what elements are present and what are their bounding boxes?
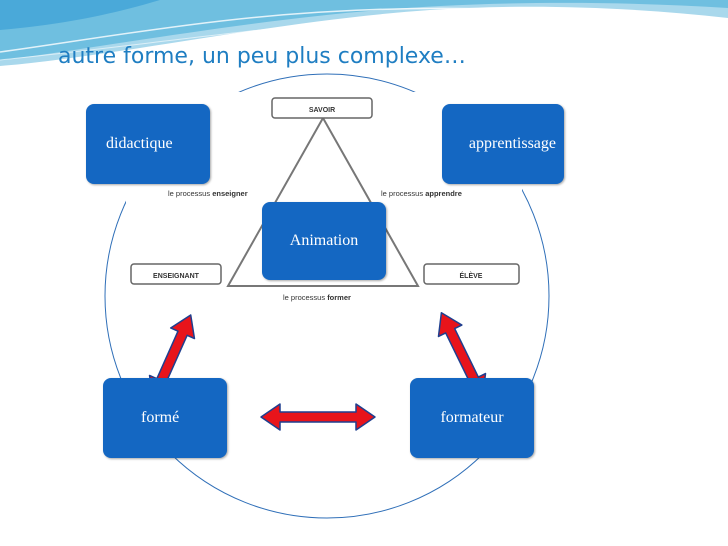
formateur-box: formateur — [410, 378, 534, 458]
forme-label: formé — [141, 409, 180, 426]
header-wave-decoration — [0, 0, 728, 66]
outer-circle — [104, 73, 550, 519]
eleve-label: ÉLÈVE — [460, 271, 483, 280]
savoir-label: SAVOIR — [309, 107, 335, 114]
apprentissage-box: apprentissage — [442, 104, 564, 184]
process-enseigner-prefix: le processus — [168, 189, 212, 198]
process-apprendre-prefix: le processus — [381, 189, 425, 198]
process-former-label: le processus former — [283, 293, 351, 302]
process-apprendre-label: le processus apprendre — [381, 189, 462, 198]
process-enseigner-bold: enseigner — [212, 189, 248, 198]
enseignant-label: ENSEIGNANT — [153, 273, 200, 280]
eleve-box — [423, 263, 520, 285]
didactique-label: didactique — [106, 135, 173, 152]
didactique-box: didactique — [86, 104, 210, 184]
process-former-prefix: le processus — [283, 293, 327, 302]
savoir-box — [271, 97, 373, 119]
animation-box: Animation — [262, 202, 386, 280]
apprentissage-label: apprentissage — [468, 135, 556, 152]
animation-label: Animation — [289, 232, 359, 249]
formateur-label: formateur — [440, 409, 504, 426]
slide-title: autre forme, un peu plus complexe… — [58, 44, 466, 69]
enseignant-box — [130, 263, 222, 285]
arrow-forme-formateur — [260, 403, 376, 431]
forme-box: formé — [103, 378, 227, 458]
process-apprendre-bold: apprendre — [425, 189, 462, 198]
process-former-bold: former — [327, 293, 351, 302]
process-enseigner-label: le processus enseigner — [168, 189, 248, 198]
